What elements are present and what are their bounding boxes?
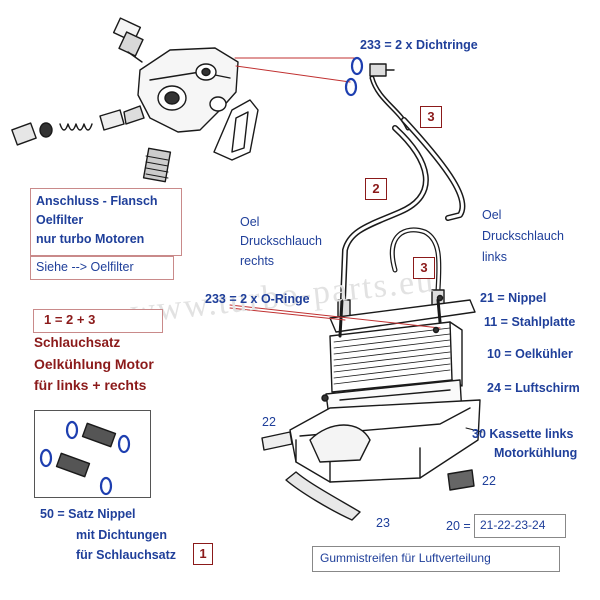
part-20-value: 21-22-23-24: [480, 518, 546, 532]
nipple-set-frame: [34, 410, 151, 498]
gummi-box: [312, 546, 560, 572]
part-22-left: 22: [262, 415, 276, 429]
schlauchsatz-1: Schlauchsatz: [34, 335, 121, 350]
label-nippel: 21 = Nippel: [480, 291, 547, 305]
satz-line-1: 50 = Satz Nippel: [40, 507, 136, 521]
box-2: 2: [365, 178, 387, 200]
schlauchsatz-3: für links + rechts: [34, 377, 147, 393]
label-kassette-1: 30 Kassette links: [472, 427, 574, 441]
formula-box: [33, 309, 163, 333]
formula: 1 = 2 + 3: [44, 312, 96, 327]
seal-rings: [344, 56, 364, 97]
cassette: [261, 294, 483, 521]
box-3-top: 3: [420, 106, 442, 128]
anschluss-line-3: nur turbo Motoren: [36, 232, 145, 246]
hose-right: [337, 63, 466, 319]
oel-rechts-3: rechts: [240, 254, 275, 268]
oel-links-3: links: [482, 250, 508, 264]
box-3-mid: 3: [413, 257, 435, 279]
part-23: 23: [376, 516, 390, 530]
part-22-right: 22: [482, 474, 496, 488]
siehe-oelfilter-link[interactable]: Siehe --> Oelfilter: [36, 260, 134, 274]
part-20: 20 =: [446, 519, 471, 533]
anschluss-line-1: Anschluss - Flansch: [36, 194, 158, 208]
label-dichtringe: 233 = 2 x Dichtringe: [360, 38, 478, 52]
gummi-label: Gummistreifen für Luftverteilung: [320, 551, 491, 565]
label-oringe: 233 = 2 x O-Ringe: [205, 292, 310, 306]
label-luftschirm: 24 = Luftschirm: [487, 381, 580, 395]
flange-assembly: [11, 17, 356, 183]
anschluss-line-2: Oelfilter: [36, 213, 84, 227]
label-stahlplatte: 11 = Stahlplatte: [484, 315, 576, 329]
satz-line-3: für Schlauchsatz: [76, 548, 177, 562]
siehe-box: [30, 256, 174, 280]
schlauchsatz-2: Oelkühlung Motor: [34, 356, 154, 372]
nipple-set: [39, 420, 131, 496]
anschluss-box: [30, 188, 182, 256]
oel-rechts-1: Oel: [240, 215, 260, 229]
label-kassette-2: Motorkühlung: [494, 446, 578, 460]
oel-links-2: Druckschlauch: [482, 229, 564, 243]
label-oelkuehler: 10 = Oelkühler: [487, 347, 573, 361]
satz-line-2: mit Dichtungen: [76, 528, 167, 542]
oel-rechts-2: Druckschlauch: [240, 234, 322, 248]
part-20-box: [474, 514, 566, 538]
oel-links-1: Oel: [482, 208, 502, 222]
box-1: 1: [193, 543, 213, 565]
